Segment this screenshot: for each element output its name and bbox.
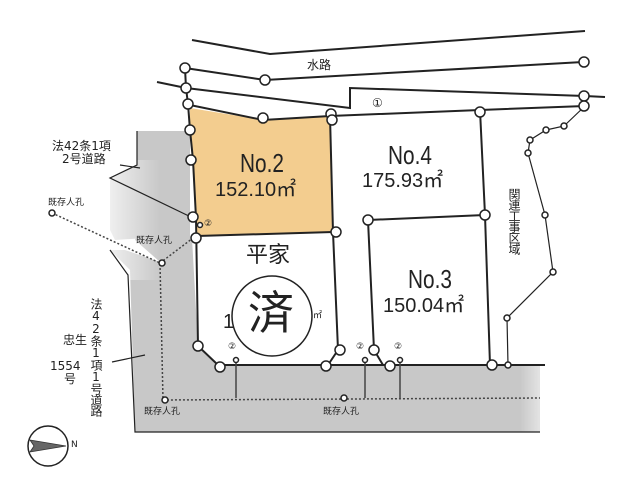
- manhole-label: 既存人孔: [323, 407, 360, 417]
- road-name-1: 忠生: [63, 333, 88, 347]
- road-top-label-1: 法42条1項: [52, 139, 111, 153]
- lot-no4-area: 175.93㎡: [362, 170, 444, 192]
- manhole-label: 既存人孔: [144, 407, 181, 417]
- lot-no1-area-left: 1: [223, 311, 235, 333]
- lot-no4-number[interactable]: No.4: [388, 140, 432, 170]
- marker-2: ②: [356, 342, 365, 352]
- manhole-label: 既存人孔: [48, 198, 85, 208]
- marker-2: ②: [394, 342, 403, 352]
- sold-stamp-circle: [231, 275, 313, 357]
- lot-no1-area-right: ㎡: [313, 311, 323, 321]
- lot-no2-fill: [190, 108, 333, 236]
- lot-no3-area: 150.04㎡: [383, 295, 465, 317]
- road-area: [90, 131, 560, 435]
- waterway-label: 水路: [307, 58, 332, 72]
- marker-2: ②: [204, 219, 213, 229]
- lot-no3-number[interactable]: No.3: [408, 264, 452, 294]
- lot-no2-area: 152.10㎡: [215, 179, 297, 201]
- boundary-markers: [48, 56, 590, 404]
- lot-no2-number[interactable]: No.2: [240, 148, 284, 178]
- sewer-lines: [51, 212, 541, 401]
- road-left-label: 法42条1項1号道路: [89, 298, 103, 416]
- compass-north-label: N: [71, 440, 78, 450]
- road-name-3: 号: [64, 372, 77, 386]
- lot-no1-label: 平家: [246, 243, 291, 268]
- manhole-label: 既存人孔: [136, 236, 173, 246]
- compass-icon: [27, 425, 69, 467]
- marker-2: ②: [228, 342, 237, 352]
- road-name-2: 1554: [50, 359, 81, 373]
- sold-stamp: 済: [248, 286, 294, 340]
- related-area-label: 関連工事区域: [507, 188, 521, 254]
- marker-1: ①: [372, 96, 383, 110]
- road-top-label-2: 2号道路: [62, 152, 106, 166]
